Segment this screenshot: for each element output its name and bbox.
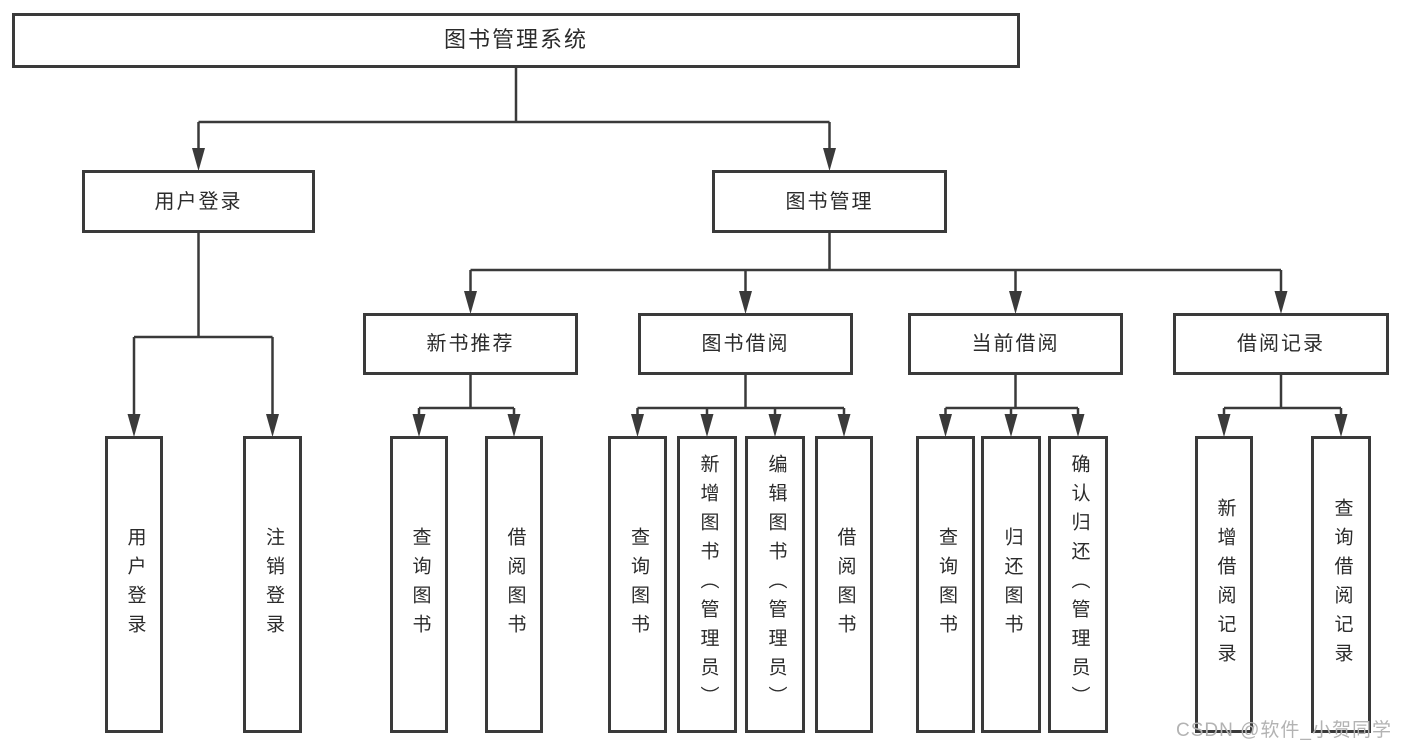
diagram-node-borrow-edit: 编辑图书（管理员）: [745, 436, 805, 733]
diagram-node-newrec-query: 查询图书: [390, 436, 448, 733]
diagram-node-borrow-add: 新增图书（管理员）: [677, 436, 737, 733]
diagram-node-borrow-lend: 借阅图书: [815, 436, 873, 733]
diagram-node-current-query: 查询图书: [916, 436, 975, 733]
diagram-node-current-confirm: 确认归还（管理员）: [1048, 436, 1108, 733]
diagram-node-borrow-query: 查询图书: [608, 436, 667, 733]
diagram-node-current: 当前借阅: [908, 313, 1123, 375]
diagram-node-login: 用户登录: [82, 170, 315, 233]
diagram-node-newrec-borrow: 借阅图书: [485, 436, 543, 733]
watermark: CSDN @软件_小贺同学: [1176, 720, 1392, 741]
diagram-node-records: 借阅记录: [1173, 313, 1389, 375]
diagram-node-records-add: 新增借阅记录: [1195, 436, 1253, 733]
diagram-node-login-login: 用户登录: [105, 436, 163, 733]
diagram-node-bookmgmt: 图书管理: [712, 170, 947, 233]
diagram-node-login-logout: 注销登录: [243, 436, 302, 733]
diagram-node-records-query: 查询借阅记录: [1311, 436, 1371, 733]
diagram-node-borrow: 图书借阅: [638, 313, 853, 375]
diagram-node-current-return: 归还图书: [981, 436, 1041, 733]
diagram-node-root: 图书管理系统: [12, 13, 1020, 68]
diagram-node-newrec: 新书推荐: [363, 313, 578, 375]
